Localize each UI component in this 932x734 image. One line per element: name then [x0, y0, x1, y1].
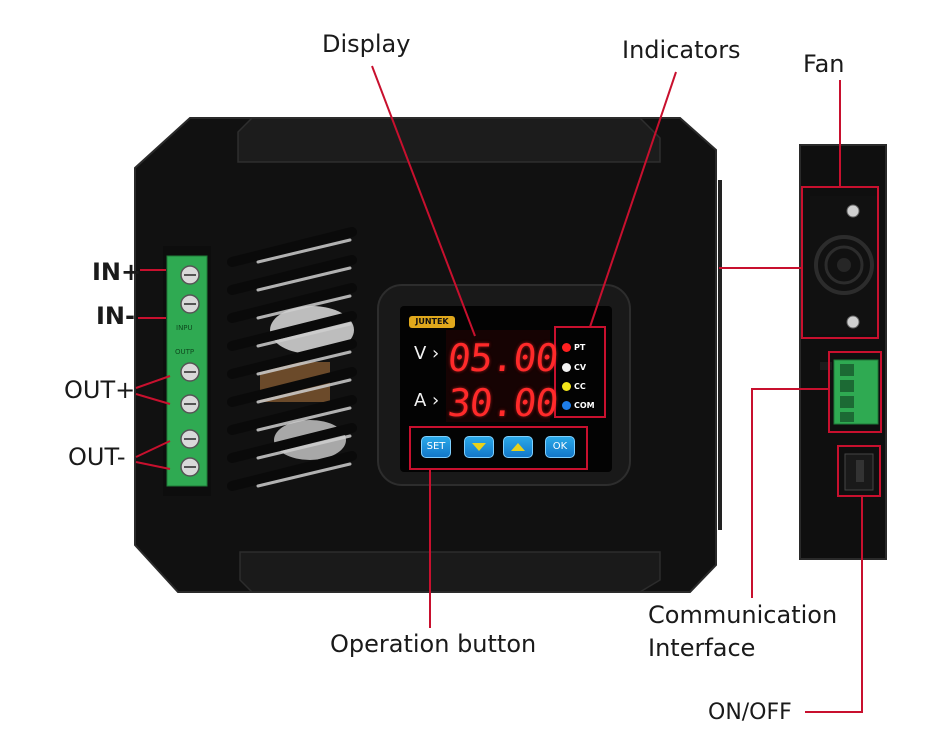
callout-fan: Fan — [803, 50, 845, 78]
output-terminal-label: OUTP — [175, 348, 194, 356]
terminal-block: INPU OUTP — [163, 246, 211, 496]
ok-button[interactable]: OK — [545, 436, 575, 458]
cc-indicator-icon — [562, 382, 571, 391]
voltage-readout: 05.00 — [445, 336, 560, 380]
com-indicator-icon — [562, 401, 571, 410]
up-button[interactable] — [503, 436, 533, 458]
indicator-pt: PT — [562, 343, 585, 352]
set-button[interactable]: SET — [421, 436, 451, 458]
power-switch — [844, 453, 874, 491]
voltage-unit-label: V › — [414, 343, 440, 364]
vent-grille — [227, 227, 357, 491]
current-readout: 30.00 — [445, 381, 560, 425]
down-button[interactable] — [464, 436, 494, 458]
indicator-cv: CV — [562, 363, 586, 372]
fan-screw-icon — [846, 315, 860, 329]
indicator-cc: CC — [562, 382, 586, 391]
down-arrow-icon — [472, 443, 486, 451]
callout-on-off: ON/OFF — [708, 700, 792, 725]
fan — [810, 196, 878, 334]
brand-badge: JUNTEK — [409, 316, 455, 328]
cv-indicator-icon — [562, 363, 571, 372]
up-arrow-icon — [511, 443, 525, 451]
callout-out-minus: OUT- — [68, 443, 126, 471]
callout-out-plus: OUT+ — [64, 376, 136, 404]
communication-connector — [820, 359, 879, 425]
fan-screw-icon — [846, 204, 860, 218]
callout-display: Display — [322, 30, 411, 58]
callout-lines — [135, 65, 882, 713]
callout-operation-button: Operation button — [330, 630, 537, 658]
front-panel — [377, 284, 631, 486]
current-unit-label: A › — [414, 390, 440, 411]
input-terminal-label: INPU — [176, 324, 193, 332]
callout-in-minus: IN- — [96, 302, 135, 330]
indicator-com: COM — [562, 401, 595, 410]
callout-indicators: Indicators — [622, 36, 741, 64]
callout-in-plus: IN+ — [92, 258, 142, 286]
callout-interface: Interface — [648, 634, 756, 662]
pt-indicator-icon — [562, 343, 571, 352]
callout-communication: Communication — [648, 601, 838, 629]
